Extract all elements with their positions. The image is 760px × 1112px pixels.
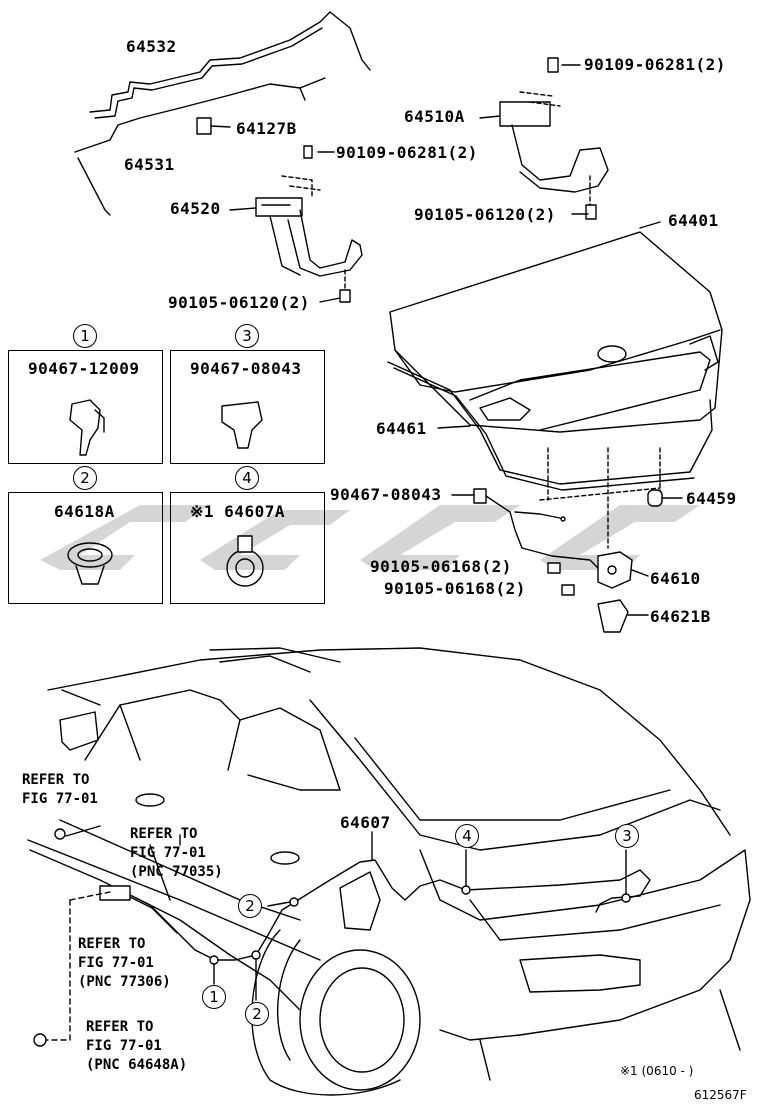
label-64531: 64531	[124, 155, 175, 174]
lock-64610	[597, 551, 649, 589]
label-64127B: 64127B	[236, 119, 297, 138]
rod-64531	[74, 83, 306, 153]
refer-4-line1: REFER TO	[86, 1019, 154, 1035]
refer-4-line2: FIG 77-01	[86, 1038, 162, 1054]
rod-64531-c	[299, 77, 326, 89]
label-bolt-upper-left: 90109-06281(2)	[336, 143, 478, 162]
bumper-64459	[647, 489, 663, 507]
label-64621B: 64621B	[650, 607, 711, 626]
detail-number-3: 3	[235, 324, 259, 348]
label-64520: 64520	[170, 199, 221, 218]
callout-3: 3	[615, 824, 639, 848]
detail-box-3	[170, 350, 325, 464]
detail-box-4-part: ※1 64607A	[190, 502, 285, 521]
trunk-lid-64401	[389, 231, 723, 433]
detail-box-3-part: 90467-08043	[190, 359, 302, 378]
figure-id: 612567F	[694, 1088, 747, 1102]
detail-box-4	[170, 492, 325, 604]
callout-2-lower: 2	[245, 1002, 269, 1026]
label-bolt-lower-right: 90105-06120(2)	[414, 205, 556, 224]
detail-clip-64618A	[67, 542, 113, 585]
detail-box-2-part: 64618A	[54, 502, 115, 521]
hinge-64510A	[499, 57, 609, 220]
rod-64532	[89, 11, 371, 113]
label-64461: 64461	[376, 419, 427, 438]
callout-2-upper: 2	[238, 894, 262, 918]
refer-2-line2: FIG 77-01	[130, 845, 206, 861]
refer-3-line1: REFER TO	[78, 936, 146, 952]
label-64607: 64607	[340, 813, 391, 832]
detail-number-4: 4	[235, 466, 259, 490]
refer-3-line2: FIG 77-01	[78, 955, 154, 971]
refer-2-line3: (PNC 77035)	[130, 864, 223, 880]
refer-3-line3: (PNC 77306)	[78, 974, 171, 990]
label-64610: 64610	[650, 569, 701, 588]
callout-4: 4	[455, 824, 479, 848]
rod-64532-inner	[94, 27, 323, 119]
watermark	[40, 505, 700, 570]
label-64459: 64459	[686, 489, 737, 508]
striker-64621B	[597, 599, 629, 633]
detail-box-2	[8, 492, 163, 604]
footnote: ※1 (0610 - )	[620, 1064, 694, 1078]
label-clip-90467-08043: 90467-08043	[330, 485, 442, 504]
detail-box-1	[8, 350, 163, 464]
refer-2-line1: REFER TO	[130, 826, 198, 842]
detail-number-2: 2	[73, 466, 97, 490]
weatherstrip-64461	[387, 361, 713, 485]
detail-clip-90467-12009	[69, 399, 105, 456]
label-bolt-06168-b: 90105-06168(2)	[384, 579, 526, 598]
label-64532: 64532	[126, 37, 177, 56]
refer-1-line1: REFER TO	[22, 772, 90, 788]
label-bolt-06168-a: 90105-06168(2)	[370, 557, 512, 576]
detail-clip-64607A	[226, 535, 264, 587]
label-64401: 64401	[668, 211, 719, 230]
refer-4-line3: (PNC 64648A)	[86, 1057, 188, 1073]
label-bolt-upper-right: 90109-06281(2)	[584, 55, 726, 74]
detail-number-1: 1	[73, 324, 97, 348]
label-bolt-lower-left: 90105-06120(2)	[168, 293, 310, 312]
detail-box-1-part: 90467-12009	[28, 359, 140, 378]
clip-90467-08043	[473, 488, 487, 504]
hinge-64520	[255, 145, 363, 303]
callout-1: 1	[202, 985, 226, 1009]
detail-clip-90467-08043	[221, 401, 263, 449]
refer-1-line2: FIG 77-01	[22, 791, 98, 807]
car-illustration	[29, 647, 751, 1096]
label-64510A: 64510A	[404, 107, 465, 126]
rod-64531-b	[77, 157, 111, 216]
clip-64127B	[196, 117, 212, 135]
